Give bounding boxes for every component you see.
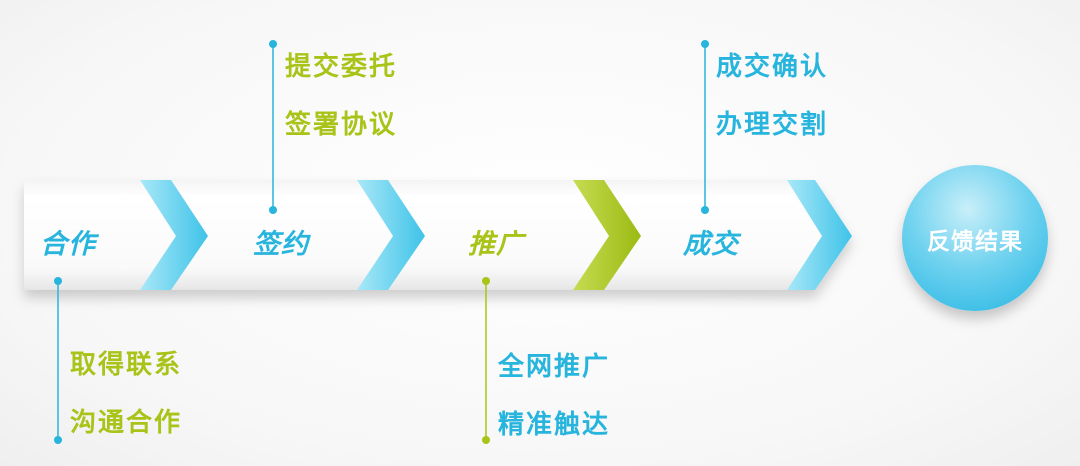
connector-step3 xyxy=(482,277,490,444)
step-label-4: 成交 xyxy=(683,229,739,260)
note-step2-line1: 提交委托 xyxy=(285,52,398,82)
note-step2-line2: 签署协议 xyxy=(285,110,398,140)
note-step4-line2: 办理交割 xyxy=(716,110,829,140)
result-label: 反馈结果 xyxy=(927,229,1023,255)
note-step4-line1: 成交确认 xyxy=(716,52,829,82)
note-step1: 取得联系 沟通合作 xyxy=(70,336,182,452)
result-circle xyxy=(902,165,1048,311)
process-bar xyxy=(24,180,852,290)
chevron-arrow-4 xyxy=(787,180,852,290)
step-label-3: 推广 xyxy=(468,229,524,260)
note-step1-line2: 沟通合作 xyxy=(70,408,183,438)
chevron-arrow-3 xyxy=(573,180,641,290)
step-label-2: 签约 xyxy=(253,229,309,260)
chevron-arrow-2 xyxy=(357,180,425,290)
note-step3: 全网推广 精准触达 xyxy=(498,338,610,454)
chevron-arrow-1 xyxy=(140,180,208,290)
note-step1-line1: 取得联系 xyxy=(70,350,183,380)
note-step3-line2: 精准触达 xyxy=(498,410,611,440)
note-step3-line1: 全网推广 xyxy=(498,352,611,382)
step-label-1: 合作 xyxy=(40,229,96,260)
connector-step2 xyxy=(269,40,277,214)
connector-step1 xyxy=(54,277,62,444)
note-step2: 提交委托 签署协议 xyxy=(285,38,397,154)
note-step4: 成交确认 办理交割 xyxy=(716,38,828,154)
connector-step4 xyxy=(701,40,709,214)
